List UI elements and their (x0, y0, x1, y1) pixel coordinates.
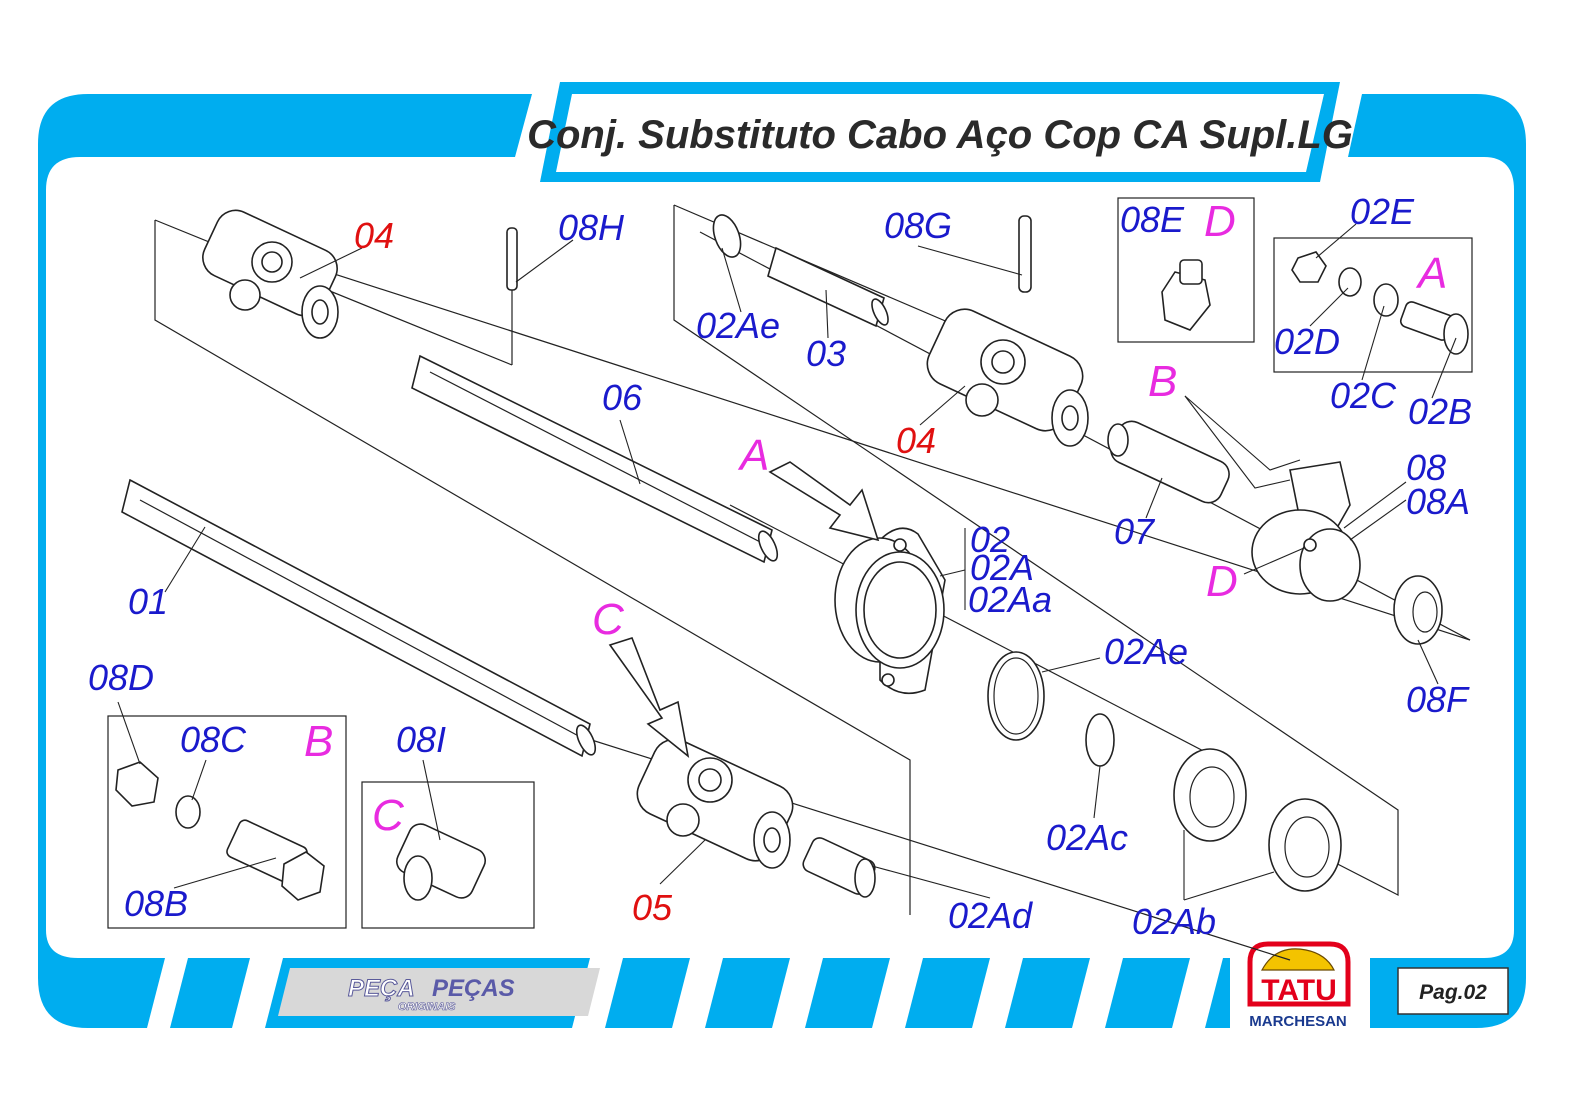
label-08: 08 (1406, 447, 1446, 488)
flange-bearing-02 (834, 527, 946, 695)
snap-ring-02Ae-top (712, 214, 742, 258)
callout-arrows (608, 395, 1301, 758)
universal-joint-04-top (202, 209, 339, 339)
label-08E: 08E (1120, 199, 1185, 240)
peca-pecas-logo: PEÇA PEÇAS ORIGINAIS (278, 968, 600, 1016)
page-number: Pag.02 (1419, 981, 1487, 1004)
shaft-01 (121, 478, 597, 758)
label-02B: 02B (1408, 391, 1472, 432)
label-01: 01 (128, 581, 168, 622)
detail-letter-B-arrow: B (1148, 357, 1177, 406)
logo-word-peca: PEÇA (348, 975, 415, 1002)
bushing-02Ad (802, 837, 876, 898)
part-labels: 04 08H 02Ae 03 08G 04 08E 02E 02D 02C 02… (88, 191, 1472, 942)
detail-letter-C-arrow: C (592, 595, 625, 644)
tatu-marchesan-logo: TATU MARCHESAN (1230, 936, 1370, 1032)
label-02: 02 (970, 519, 1010, 560)
detail-letter-labels: D A B A D C B C (304, 197, 1447, 840)
label-02A: 02A (970, 547, 1034, 588)
label-08G: 08G (884, 205, 952, 246)
label-02Ab: 02Ab (1132, 901, 1216, 942)
detail-box-A (1273, 237, 1473, 373)
ball-bearing-02Ab-right (1268, 798, 1342, 892)
detail-box-C (361, 781, 535, 929)
detail-box-D (1117, 197, 1255, 343)
detail-letter-C-box: C (372, 791, 405, 840)
label-06: 06 (602, 377, 643, 418)
leader-lines (117, 223, 1457, 901)
retaining-ring-02Ac (1085, 713, 1115, 767)
universal-joint-04-mid (926, 308, 1089, 447)
logo-word-pecas: PEÇAS (432, 975, 515, 1002)
page-title: Conj. Substituto Cabo Aço Cop CA Supl.LG (527, 113, 1353, 157)
page-frame (38, 82, 1526, 1028)
detail-letter-A-arrow: A (737, 431, 769, 480)
brand-subname: MARCHESAN (1249, 1013, 1347, 1030)
shaft-06 (411, 354, 779, 564)
label-02C: 02C (1330, 375, 1397, 416)
label-04-top: 04 (354, 215, 394, 256)
shaft-03 (767, 246, 889, 328)
label-08D: 08D (88, 657, 154, 698)
pin-08H (506, 227, 518, 291)
bevel-gear-08F (1393, 575, 1443, 645)
detail-letter-B-box: B (304, 717, 333, 766)
label-02Ac: 02Ac (1046, 817, 1128, 858)
label-08A: 08A (1406, 481, 1470, 522)
label-08F: 08F (1406, 679, 1470, 720)
detail-letter-D-box: D (1204, 197, 1236, 246)
detail-letter-D-ref: D (1206, 557, 1238, 606)
detail-box-B (107, 715, 347, 929)
bracket-08 (1251, 461, 1361, 602)
label-02Ae-mid: 02Ae (1104, 631, 1188, 672)
armadillo-icon (1260, 948, 1335, 971)
label-05: 05 (632, 887, 673, 928)
logo-word-originais: ORIGINAIS (398, 1001, 456, 1013)
label-03: 03 (806, 333, 846, 374)
label-08H: 08H (558, 207, 625, 248)
retaining-ring-02Ae (987, 651, 1045, 741)
label-02Ae-top: 02Ae (696, 305, 780, 346)
label-02Aa: 02Aa (968, 579, 1052, 620)
ball-bearing-02Ab-left (1173, 748, 1247, 842)
universal-joint-05 (636, 738, 794, 869)
label-08I: 08I (396, 719, 446, 760)
detail-letter-A-box: A (1415, 249, 1447, 298)
label-02E: 02E (1350, 191, 1415, 232)
stub-shaft-07 (1107, 420, 1230, 504)
label-04-mid: 04 (896, 420, 936, 461)
page-number-box: Pag.02 (1397, 967, 1509, 1015)
label-07: 07 (1114, 511, 1156, 552)
label-08C: 08C (180, 719, 247, 760)
label-02Ad: 02Ad (948, 895, 1033, 936)
label-02D: 02D (1274, 321, 1340, 362)
label-08B: 08B (124, 883, 188, 924)
pin-08G (1018, 215, 1032, 293)
brand-name: TATU (1261, 974, 1337, 1007)
